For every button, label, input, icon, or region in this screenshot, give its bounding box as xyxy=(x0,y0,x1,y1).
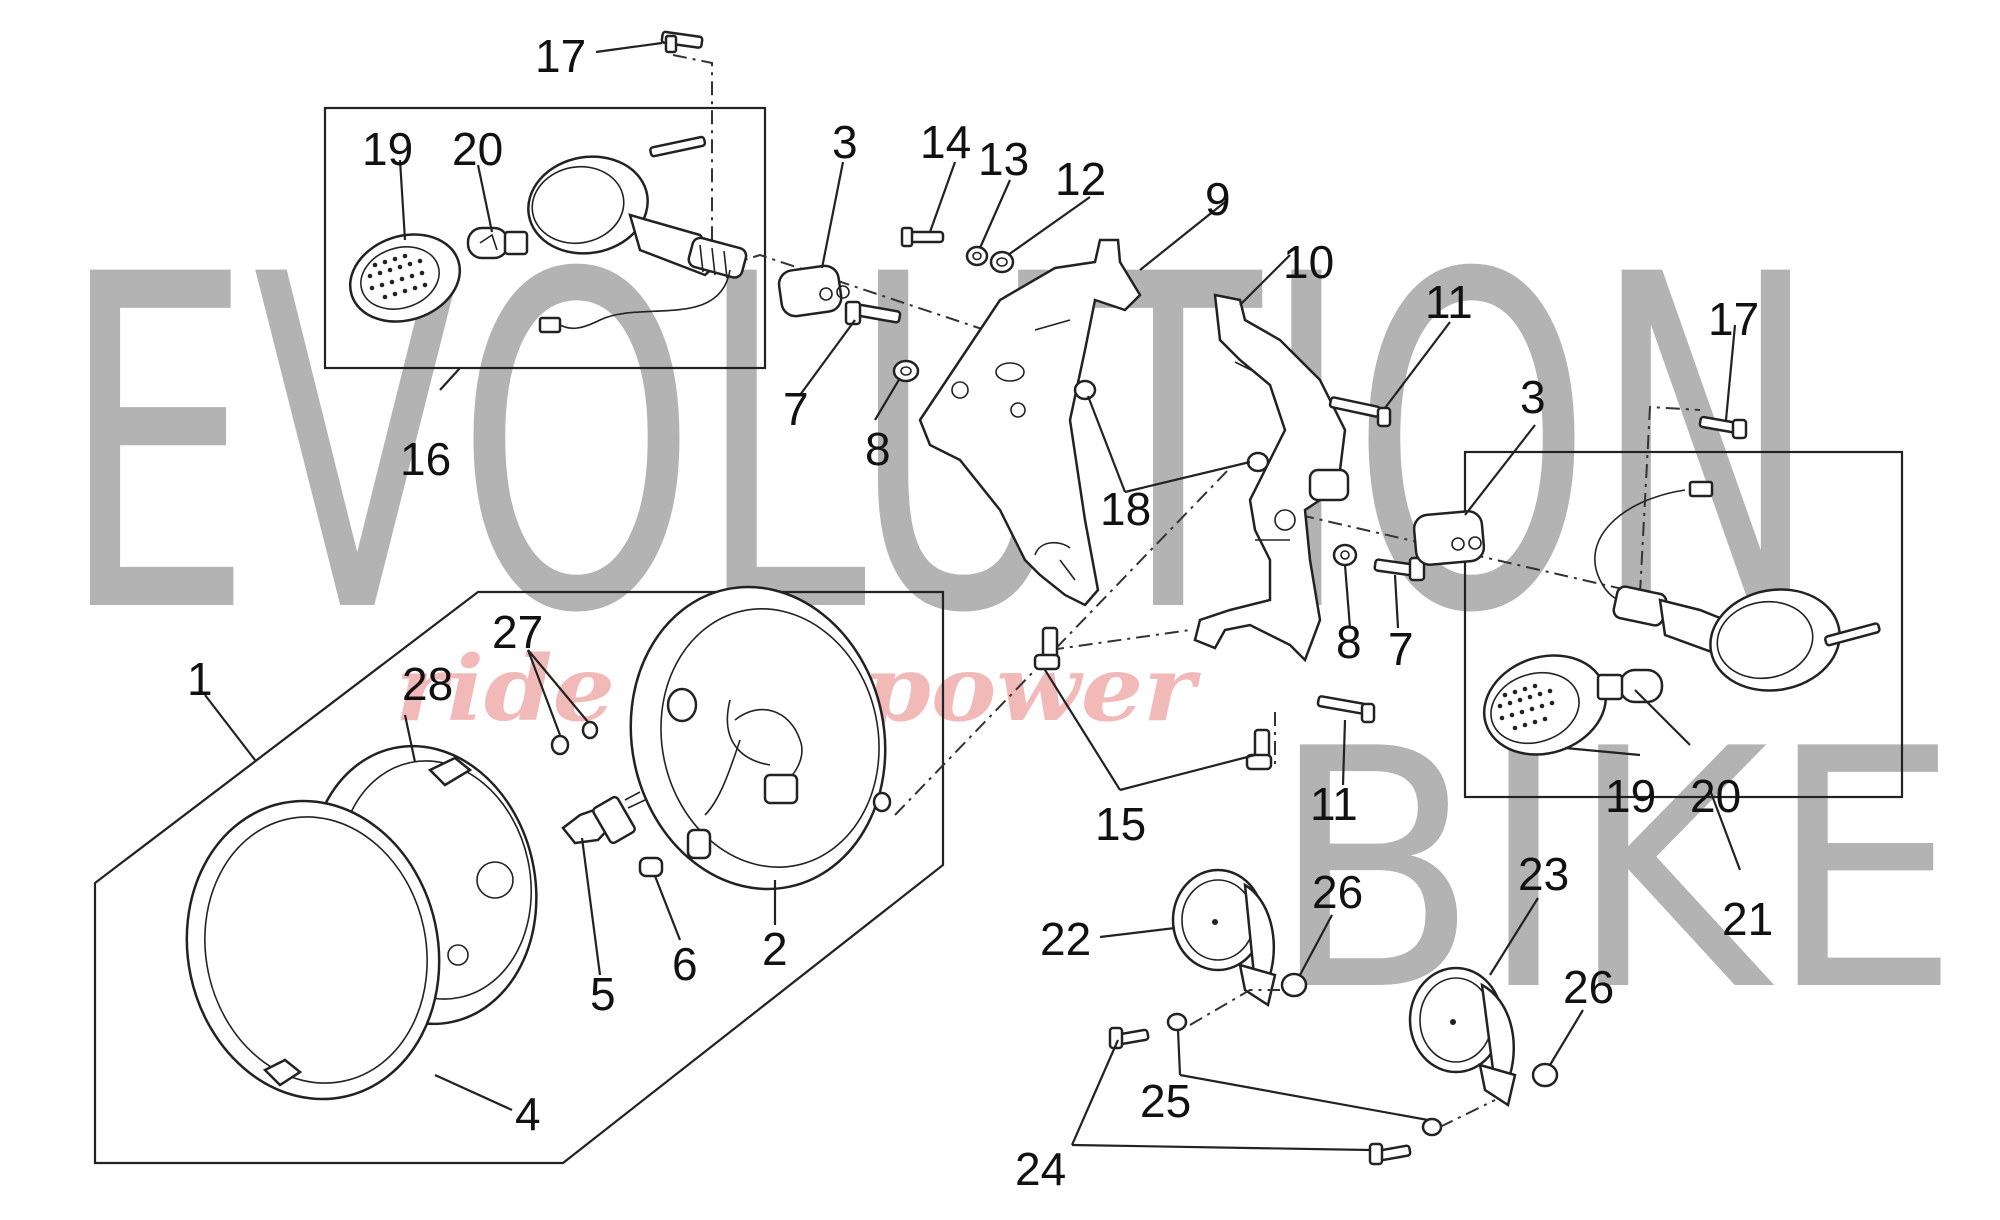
callout-17-left: 17 xyxy=(535,30,586,82)
callout-13: 13 xyxy=(978,133,1029,185)
screw-11-lower-part xyxy=(1316,695,1376,724)
nut-18-part xyxy=(1073,379,1270,473)
screw-14-part xyxy=(900,226,945,248)
callout-8-right: 8 xyxy=(1336,616,1362,668)
headlight-group-frame xyxy=(93,590,945,1165)
callout-3-left: 3 xyxy=(832,116,858,168)
callout-16: 16 xyxy=(400,433,451,485)
callout-23: 23 xyxy=(1518,848,1569,900)
callout-25: 25 xyxy=(1140,1075,1191,1127)
callout-19-right: 19 xyxy=(1605,770,1656,822)
leader-lines xyxy=(204,41,1742,1152)
callout-10: 10 xyxy=(1283,236,1334,288)
screw-11-upper-part xyxy=(1328,396,1392,428)
callout-11-upper: 11 xyxy=(1425,276,1473,328)
callout-11-lower: 11 xyxy=(1310,778,1358,830)
screw-17-left-part xyxy=(660,30,704,54)
callout-7-left: 7 xyxy=(783,383,809,435)
turn-signal-right-group-frame xyxy=(1463,450,1904,799)
callout-12: 12 xyxy=(1055,153,1106,205)
bulb-5-part xyxy=(561,791,646,845)
rings-27-part xyxy=(550,720,599,756)
turn-signal-right-assembly xyxy=(1482,415,1881,756)
headlight-assembly xyxy=(185,585,892,1101)
screw-left-inner-part xyxy=(649,135,707,158)
callout-28: 28 xyxy=(402,658,453,710)
callout-22: 22 xyxy=(1040,913,1091,965)
callout-21: 21 xyxy=(1722,893,1773,945)
rubber-3-left-part xyxy=(777,264,850,318)
callout-9: 9 xyxy=(1205,173,1231,225)
callout-15: 15 xyxy=(1095,798,1146,850)
screw-7-left-part xyxy=(844,300,902,326)
callout-17-right: 17 xyxy=(1708,293,1759,345)
washer-13-part xyxy=(965,245,989,267)
callout-19-left: 19 xyxy=(362,123,413,175)
callout-24: 24 xyxy=(1015,1143,1066,1195)
bulb-20-left-part xyxy=(466,226,529,260)
callout-18: 18 xyxy=(1100,483,1151,535)
horn-22-part xyxy=(1171,868,1277,1008)
turn-signal-left-assembly xyxy=(348,30,748,334)
bulb-20-right-part xyxy=(1596,668,1664,704)
nut-26-part xyxy=(1280,972,1559,1088)
rubber-3-right-part xyxy=(1412,510,1486,566)
indicator-housing-left-part xyxy=(527,155,748,334)
screw-17-right-part xyxy=(1698,415,1748,440)
indicator-housing-right-part xyxy=(1594,480,1881,692)
callout-5: 5 xyxy=(590,968,616,1020)
bracket-10-part xyxy=(1193,293,1350,663)
callout-4: 4 xyxy=(515,1088,541,1140)
horn-23-part xyxy=(1408,966,1517,1108)
lens-19-left-part xyxy=(348,233,462,323)
watermark-word-2: BIKE xyxy=(1270,679,1960,1063)
callout-3-right: 3 xyxy=(1520,371,1546,423)
screw-7-right-part xyxy=(1373,556,1426,582)
callout-2: 2 xyxy=(762,923,788,975)
screw-15-part xyxy=(1033,626,1273,771)
watermark: EVOLUTION BIKE ride the power xyxy=(60,179,1960,1063)
turn-signal-left-group-frame xyxy=(323,106,767,370)
washer-12-part xyxy=(989,250,1015,274)
callout-14: 14 xyxy=(920,116,971,168)
callouts: 17 19 20 3 14 13 12 9 10 11 17 3 16 7 8 … xyxy=(187,30,1773,1195)
screw-24-part xyxy=(1108,1026,1412,1166)
callout-1: 1 xyxy=(187,653,213,705)
washer-25-part xyxy=(1166,1012,1443,1137)
callout-8-left: 8 xyxy=(865,423,891,475)
headlight-shell-2-part xyxy=(629,585,892,891)
pilot-bulb-6-part xyxy=(638,828,712,878)
washer-8-left-part xyxy=(892,359,920,383)
callout-20-right: 20 xyxy=(1690,770,1741,822)
callout-26-left: 26 xyxy=(1312,866,1363,918)
callout-7-right: 7 xyxy=(1388,623,1414,675)
callout-20-left: 20 xyxy=(452,123,503,175)
rim-4-part xyxy=(185,799,441,1101)
washer-8-right-part xyxy=(1332,543,1358,567)
callout-27: 27 xyxy=(492,606,543,658)
horn-axis xyxy=(1189,989,1280,1026)
callout-6: 6 xyxy=(672,938,698,990)
callout-26-right: 26 xyxy=(1563,961,1614,1013)
horn-axis-2 xyxy=(1439,1099,1496,1128)
